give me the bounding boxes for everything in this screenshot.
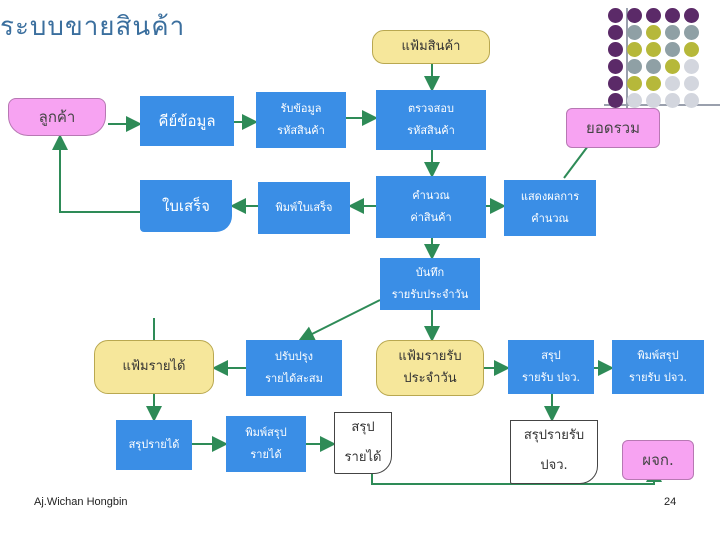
receive-product-code-line1: รับข้อมูล: [280, 102, 322, 115]
decor-dot: [665, 76, 680, 91]
income-summary-document[interactable]: สรุป รายได้: [334, 412, 392, 474]
decor-dot: [627, 42, 642, 57]
daily-income-file-line2: ประจำวัน: [403, 371, 457, 386]
decor-dot: [684, 8, 699, 23]
decor-dot: [646, 42, 661, 57]
decor-dot: [608, 76, 623, 91]
key-data-input[interactable]: คีย์ข้อมูล: [140, 96, 234, 146]
slide-title: ระบบขายสินค้า: [0, 12, 186, 42]
print-summary-daily-process[interactable]: พิมพ์สรุป รายรับ ปจว.: [612, 340, 704, 394]
income-file-store[interactable]: แฟ้มรายได้: [94, 340, 214, 394]
income-summary-doc-line1: สรุป: [351, 420, 375, 435]
decor-dot: [627, 25, 642, 40]
decor-horizontal-line: [604, 104, 720, 106]
daily-summary-doc-line2: ปจว.: [540, 458, 568, 473]
decor-dot: [646, 93, 661, 108]
record-daily-income-process[interactable]: บันทึก รายรับประจำวัน: [380, 258, 480, 310]
daily-income-file-store[interactable]: แฟ้มรายรับ ประจำวัน: [376, 340, 484, 396]
summarize-daily-line2: รายรับ ปจว.: [521, 371, 581, 384]
arrow-receipt-customer: [52, 134, 140, 213]
page-number: 24: [664, 496, 677, 508]
daily-income-file-line1: แฟ้มรายรับ: [398, 349, 462, 364]
decor-dot: [646, 25, 661, 40]
decor-dot: [665, 59, 680, 74]
check-product-code-line2: รหัสสินค้า: [407, 124, 455, 137]
manager-entity[interactable]: ผจก.: [622, 440, 694, 480]
calc-price-line2: ค่าสินค้า: [410, 211, 452, 224]
receipt-document[interactable]: ใบเสร็จ: [140, 180, 232, 232]
decor-dot: [627, 76, 642, 91]
receive-product-code-process[interactable]: รับข้อมูล รหัสสินค้า: [256, 92, 346, 148]
print-summary-income-line2: รายได้: [250, 448, 282, 461]
author-footer: Aj.Wichan Hongbin: [34, 496, 128, 508]
product-file-label: แฟ้มสินค้า: [401, 39, 461, 54]
print-summary-income-line1: พิมพ์สรุป: [245, 426, 287, 439]
record-daily-line2: รายรับประจำวัน: [391, 288, 469, 301]
daily-summary-doc-line1: สรุปรายรับ: [523, 428, 585, 443]
print-summary-daily-line1: พิมพ์สรุป: [637, 349, 679, 362]
check-product-code-process[interactable]: ตรวจสอบ รหัสสินค้า: [376, 90, 486, 150]
decor-dot: [665, 8, 680, 23]
income-summary-doc-line2: รายได้: [344, 450, 382, 465]
print-receipt-process[interactable]: พิมพ์ใบเสร็จ: [258, 182, 350, 234]
daily-summary-document[interactable]: สรุปรายรับ ปจว.: [510, 420, 598, 484]
decor-dot: [665, 42, 680, 57]
calc-price-process[interactable]: คำนวณ ค่าสินค้า: [376, 176, 486, 238]
decor-dot: [665, 93, 680, 108]
record-daily-line1: บันทึก: [415, 266, 445, 279]
update-income-line2: รายได้สะสม: [265, 372, 323, 385]
decor-dot: [608, 8, 623, 23]
key-data-label: คีย์ข้อมูล: [158, 112, 216, 130]
decor-dot: [627, 93, 642, 108]
decor-dot: [627, 8, 642, 23]
receive-product-code-line2: รหัสสินค้า: [277, 124, 325, 137]
customer-entity[interactable]: ลูกค้า: [8, 98, 106, 136]
decor-dot: [608, 42, 623, 57]
print-receipt-label: พิมพ์ใบเสร็จ: [275, 201, 333, 214]
summarize-income-process[interactable]: สรุปรายได้: [116, 420, 192, 470]
manager-label: ผจก.: [642, 451, 674, 469]
calc-price-line1: คำนวณ: [412, 189, 450, 202]
display-result-line1: แสดงผลการ: [520, 190, 580, 203]
summarize-daily-line1: สรุป: [541, 349, 561, 362]
summarize-daily-process[interactable]: สรุป รายรับ ปจว.: [508, 340, 594, 394]
decor-dot: [684, 93, 699, 108]
decor-dot: [608, 59, 623, 74]
total-sales-entity[interactable]: ยอดรวม: [566, 108, 660, 148]
print-summary-income-process[interactable]: พิมพ์สรุป รายได้: [226, 416, 306, 472]
display-result-process[interactable]: แสดงผลการ คำนวณ: [504, 180, 596, 236]
decor-dot: [646, 8, 661, 23]
check-product-code-line1: ตรวจสอบ: [408, 102, 454, 115]
decor-dot: [608, 25, 623, 40]
print-summary-daily-line2: รายรับ ปจว.: [628, 371, 688, 384]
display-result-line2: คำนวณ: [531, 212, 569, 225]
update-income-process[interactable]: ปรับปรุง รายได้สะสม: [246, 340, 342, 396]
update-income-line1: ปรับปรุง: [274, 350, 314, 363]
product-file-store[interactable]: แฟ้มสินค้า: [372, 30, 490, 64]
decor-dot: [684, 25, 699, 40]
decor-dot: [665, 25, 680, 40]
decor-dot: [646, 76, 661, 91]
receipt-label: ใบเสร็จ: [162, 197, 210, 215]
arrow-record-update: [298, 299, 381, 341]
income-file-label: แฟ้มรายได้: [122, 359, 186, 374]
total-sales-label: ยอดรวม: [586, 119, 640, 137]
decor-dot: [684, 42, 699, 57]
decor-dot: [608, 93, 623, 108]
decor-dot: [627, 59, 642, 74]
customer-label: ลูกค้า: [38, 108, 76, 126]
decor-dot-grid: [608, 8, 720, 118]
decor-dot: [646, 59, 661, 74]
decor-dot: [684, 76, 699, 91]
summarize-income-label: สรุปรายได้: [128, 438, 180, 451]
decor-dot: [684, 59, 699, 74]
